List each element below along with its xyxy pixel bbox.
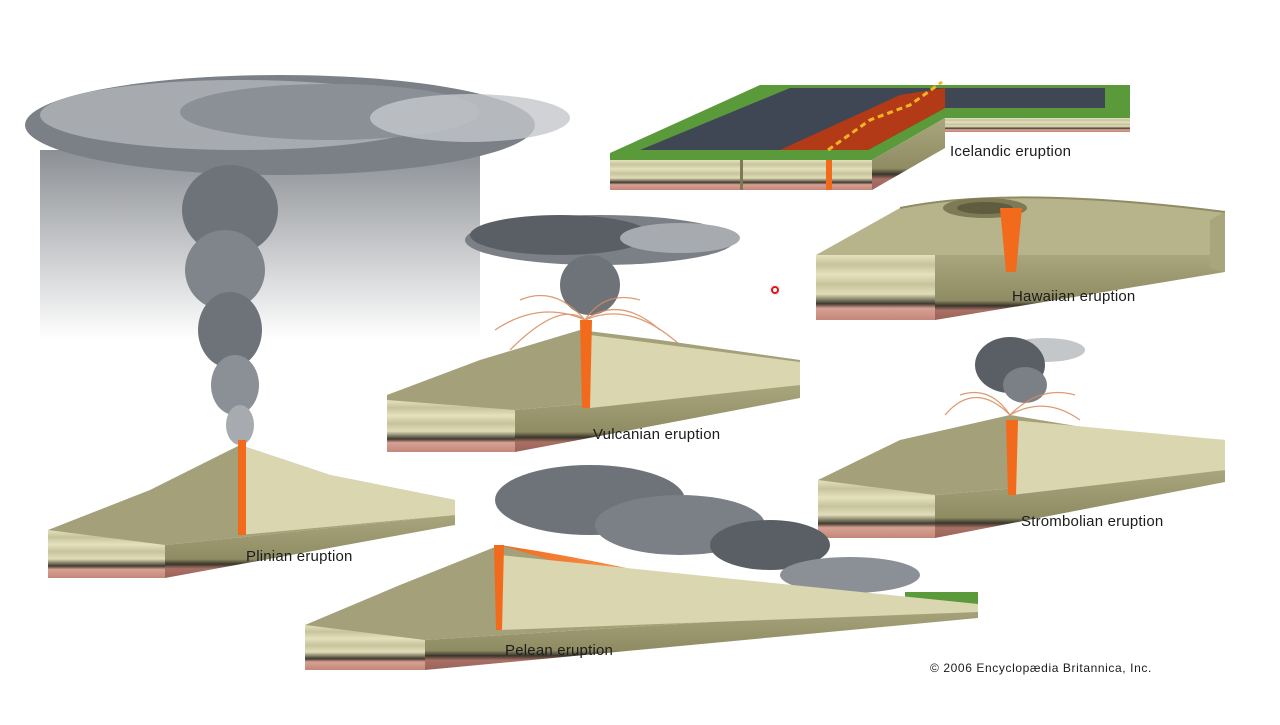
pelean-eruption [305, 465, 978, 670]
label-icelandic-eruption: Icelandic eruption [950, 143, 1072, 160]
strombolian-eruption [818, 337, 1225, 538]
copyright-notice: © 2006 Encyclopædia Britannica, Inc. [930, 661, 1152, 675]
label-pelean-eruption: Pelean eruption [505, 642, 614, 659]
label-plinian-eruption: Plinian eruption [246, 548, 353, 565]
cursor-pointer-icon [770, 285, 780, 295]
label-vulcanian-eruption: Vulcanian eruption [593, 426, 721, 443]
vulcanian-eruption [387, 215, 800, 452]
label-strombolian-eruption: Strombolian eruption [1021, 513, 1164, 530]
label-hawaiian-eruption: Hawaiian eruption [1012, 288, 1136, 305]
icelandic-block [610, 80, 1130, 190]
hawaiian-block [816, 196, 1226, 320]
plinian-eruption [25, 75, 570, 578]
